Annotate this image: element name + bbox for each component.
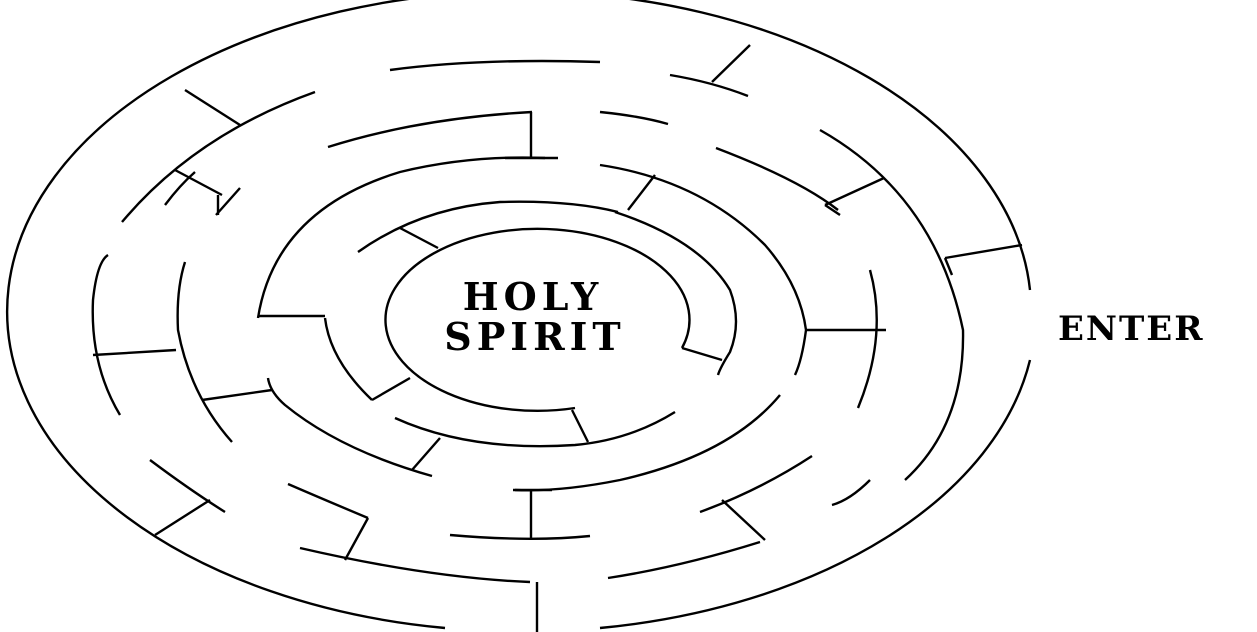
- ring2-arc-bottom: [450, 535, 590, 539]
- spoke-upper-left-mid-3: [216, 188, 240, 215]
- ring1-arc-left: [93, 255, 120, 415]
- ring3-arc-right: [600, 165, 806, 375]
- ring1-arc-right: [820, 130, 963, 480]
- spoke-upper-left-outer: [185, 90, 240, 125]
- spoke-lower-left-outer: [155, 500, 210, 535]
- ring1-arc-lower-left: [150, 460, 225, 512]
- spoke-lower-right: [722, 500, 765, 540]
- spoke-upper-left-mid: [175, 170, 222, 195]
- spoke-lower-left-mid: [345, 518, 368, 560]
- ring2-arc-left: [178, 262, 232, 442]
- spoke-upper-right-inner: [628, 175, 655, 210]
- ring4-arc-lower-left: [325, 318, 372, 400]
- ring4-arc-top: [358, 202, 618, 252]
- enter-label: ENTER: [1058, 309, 1204, 349]
- spoke-left-outer: [93, 350, 176, 355]
- spoke-right-far: [945, 245, 1022, 258]
- ring4-arc-right: [615, 212, 736, 375]
- spoke-left-lower: [202, 390, 272, 400]
- ring1-arc-top: [390, 61, 600, 70]
- ring1-arc-top-right: [670, 75, 748, 96]
- outer-ring-lower-right: [600, 360, 1030, 628]
- spoke-inner-left: [372, 378, 410, 400]
- spoke-right-upper: [825, 178, 884, 205]
- ring2-arc-right: [716, 148, 838, 210]
- center-label-line-1: HOLY: [463, 274, 603, 319]
- ring2-arc-top: [328, 112, 532, 147]
- spoke-top-right-outer: [712, 45, 750, 82]
- ring2-arc-lower-right: [700, 456, 812, 512]
- ring1-arc-bottom: [608, 542, 760, 578]
- spoke-inner-right: [682, 348, 722, 360]
- ring1-arc-lower-right: [832, 480, 870, 505]
- ring2-arc-top-right: [600, 112, 668, 124]
- ring2-arc-lower-left: [288, 484, 368, 518]
- ring1-arc-bottom-left: [300, 548, 530, 582]
- spoke-ring3-bottom-left: [412, 438, 440, 470]
- spoke-upper-left-inner: [400, 228, 438, 248]
- ring2-arc-right-side: [858, 270, 877, 408]
- spoke-inner-bottom: [572, 410, 588, 442]
- center-label-line-2: SPIRIT: [444, 314, 625, 359]
- ring3-arc-lower-left: [268, 378, 432, 476]
